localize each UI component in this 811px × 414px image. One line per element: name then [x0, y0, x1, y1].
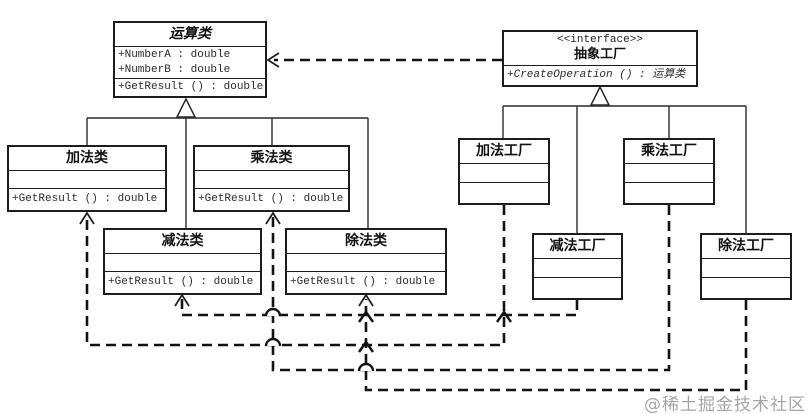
attributes-compartment: [625, 163, 713, 182]
class-box-div-factory: 除法工厂: [700, 233, 792, 300]
dependency-addfactory-to-addclass: [85, 205, 506, 347]
methods-compartment: +GetResult () : double: [287, 271, 445, 293]
methods-compartment: +CreateOperation () : 运算类: [504, 65, 696, 85]
dependency-lines: [85, 58, 748, 392]
class-box-sub-factory: 减法工厂: [532, 233, 623, 300]
arrowhead-up-icon: [496, 309, 512, 323]
class-box-sub-class: 减法类 +GetResult () : double: [103, 228, 262, 295]
class-title: 运算类: [169, 26, 211, 42]
class-box-operation: 运算类 +NumberA : double +NumberB : double …: [113, 21, 267, 98]
class-title: 乘法类: [250, 150, 293, 166]
line-hop-arcs: [264, 307, 375, 372]
hollow-triangle-icon: [589, 85, 611, 106]
methods-compartment: +GetResult () : double: [115, 78, 265, 96]
class-box-div-class: 除法类 +GetResult () : double: [285, 228, 447, 295]
line-hop-icon: [264, 307, 282, 317]
generalization-lines-left: [86, 117, 369, 228]
arrowhead-up-icon: [79, 211, 95, 225]
realization-lines-right: [502, 105, 747, 233]
method: +GetResult () : double: [12, 193, 158, 205]
class-title: 除法类: [345, 233, 387, 249]
class-box-add-factory: 加法工厂: [458, 138, 550, 205]
attributes-compartment: [460, 163, 548, 182]
crossing-arrowheads: [358, 309, 512, 353]
class-title: 减法工厂: [549, 238, 606, 254]
method: +GetResult () : double: [198, 193, 344, 205]
class-title: 减法类: [161, 233, 204, 249]
class-title: 加法类: [66, 150, 108, 166]
method: +GetResult () : double: [108, 276, 254, 288]
attributes-compartment: +NumberA : double +NumberB : double: [115, 46, 265, 78]
methods-compartment: [534, 277, 621, 298]
dependency-subfactory-to-subclass: [180, 299, 579, 317]
attributes-compartment: [287, 253, 445, 271]
line-hop-icon: [357, 362, 375, 372]
class-box-mul-class: 乘法类 +GetResult () : double: [193, 145, 350, 212]
methods-compartment: [625, 182, 713, 203]
methods-compartment: +GetResult () : double: [9, 188, 165, 210]
arrowheads: [79, 52, 374, 307]
arrowhead-left-icon: [266, 52, 280, 68]
method: +CreateOperation () : 运算类: [507, 69, 686, 81]
attributes-compartment: [9, 170, 165, 188]
attributes-compartment: [534, 258, 621, 277]
dependency-divfactory-to-divclass: [364, 299, 748, 392]
hollow-triangle-icon: [175, 97, 197, 118]
arrowhead-up-icon: [358, 309, 374, 323]
interface-name: 抽象工厂: [573, 47, 626, 62]
line-hop-icon: [264, 337, 282, 347]
methods-compartment: [702, 277, 790, 298]
watermark: @稀土掘金技术社区: [644, 395, 806, 414]
class-box-abstract-factory: <<interface>> 抽象工厂 +CreateOperation () :…: [502, 30, 698, 87]
class-title: 除法工厂: [718, 238, 774, 254]
attribute: +NumberB : double: [118, 63, 231, 76]
methods-compartment: [460, 182, 548, 203]
class-title: 加法工厂: [476, 143, 532, 159]
dependency-mulfactory-to-mulclass: [271, 205, 671, 372]
method: +GetResult () : double: [118, 81, 264, 93]
method: +GetResult () : double: [290, 276, 436, 288]
arrowhead-up-icon: [265, 211, 281, 225]
class-title: <<interface>> 抽象工厂: [504, 32, 696, 65]
class-box-mul-factory: 乘法工厂: [623, 138, 715, 205]
arrowhead-up-icon: [358, 339, 374, 353]
methods-compartment: +GetResult () : double: [195, 188, 348, 210]
methods-compartment: +GetResult () : double: [105, 271, 260, 293]
arrowhead-up-icon: [174, 293, 190, 307]
attributes-compartment: [105, 253, 260, 271]
arrowhead-up-icon: [358, 293, 374, 307]
attributes-compartment: [195, 170, 348, 188]
class-title: 乘法工厂: [641, 143, 697, 159]
attribute: +NumberA : double: [118, 48, 231, 61]
stereotype-label: <<interface>>: [557, 34, 643, 46]
class-box-add-class: 加法类 +GetResult () : double: [7, 145, 167, 212]
attributes-compartment: [702, 258, 790, 277]
